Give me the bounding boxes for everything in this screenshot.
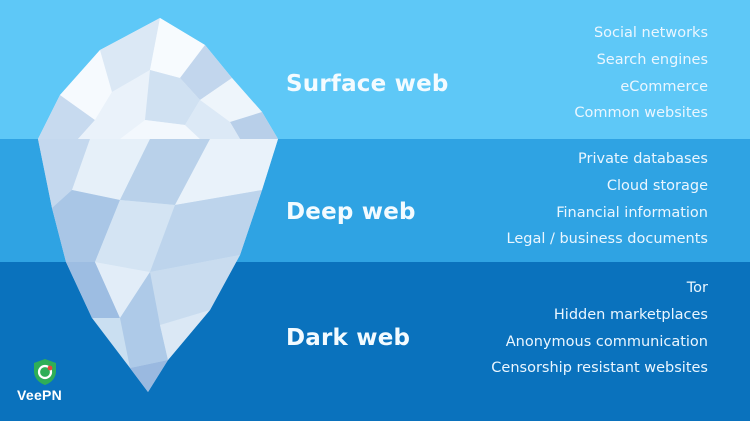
iceberg-facet <box>160 310 210 360</box>
iceberg-facet <box>145 70 200 125</box>
shield-outline <box>34 359 56 385</box>
iceberg-facet <box>130 360 168 392</box>
iceberg-facet <box>150 190 262 272</box>
deep-web-items: Private databases Cloud storage Financia… <box>507 146 709 253</box>
list-item: Legal / business documents <box>506 231 709 248</box>
iceberg-facet <box>120 120 200 139</box>
iceberg-facet <box>230 112 278 139</box>
iceberg-illustration <box>38 18 278 392</box>
list-item: Common websites <box>574 105 708 122</box>
dark-web-title: Dark web <box>286 325 411 351</box>
brand-logo: VeePN <box>15 358 75 408</box>
shield-dot <box>47 365 53 371</box>
brand-name: VeePN <box>17 387 63 403</box>
iceberg-facet <box>120 139 210 205</box>
iceberg-facet <box>60 50 112 120</box>
list-item: Search engines <box>596 51 708 68</box>
list-item: Social networks <box>593 25 708 41</box>
iceberg-facet <box>150 18 205 78</box>
list-item: Private databases <box>578 151 708 167</box>
iceberg-facet <box>38 139 90 208</box>
deep-web-title: Deep web <box>286 199 416 225</box>
iceberg-facet <box>66 262 120 318</box>
iceberg-facet <box>72 139 150 200</box>
list-item: Anonymous communication <box>505 333 708 350</box>
list-item: Financial information <box>556 204 708 221</box>
iceberg-facet <box>52 190 120 262</box>
list-item: Censorship resistant websites <box>491 360 708 377</box>
surface-web-items: Social networks Search engines eCommerce… <box>574 20 708 127</box>
shield-icon <box>34 359 56 385</box>
iceberg-facet <box>95 262 150 318</box>
iceberg-facet <box>180 45 232 100</box>
iceberg-facet <box>175 139 278 205</box>
iceberg-facet <box>100 18 160 92</box>
shield-ring <box>37 364 53 380</box>
list-item: eCommerce <box>620 78 708 95</box>
dark-web-items: Tor Hidden marketplaces Anonymous commun… <box>491 275 708 382</box>
iceberg-facet <box>120 272 168 368</box>
iceberg-facet <box>150 255 240 325</box>
list-item: Cloud storage <box>606 177 708 194</box>
iceberg-facet <box>95 200 175 272</box>
iceberg-facet <box>78 70 150 139</box>
iceberg-facet <box>38 95 95 139</box>
list-item: Hidden marketplaces <box>553 306 708 323</box>
iceberg-facet <box>200 78 262 122</box>
surface-web-title: Surface web <box>286 71 449 97</box>
iceberg-facet <box>185 100 240 139</box>
list-item: Tor <box>686 280 708 296</box>
